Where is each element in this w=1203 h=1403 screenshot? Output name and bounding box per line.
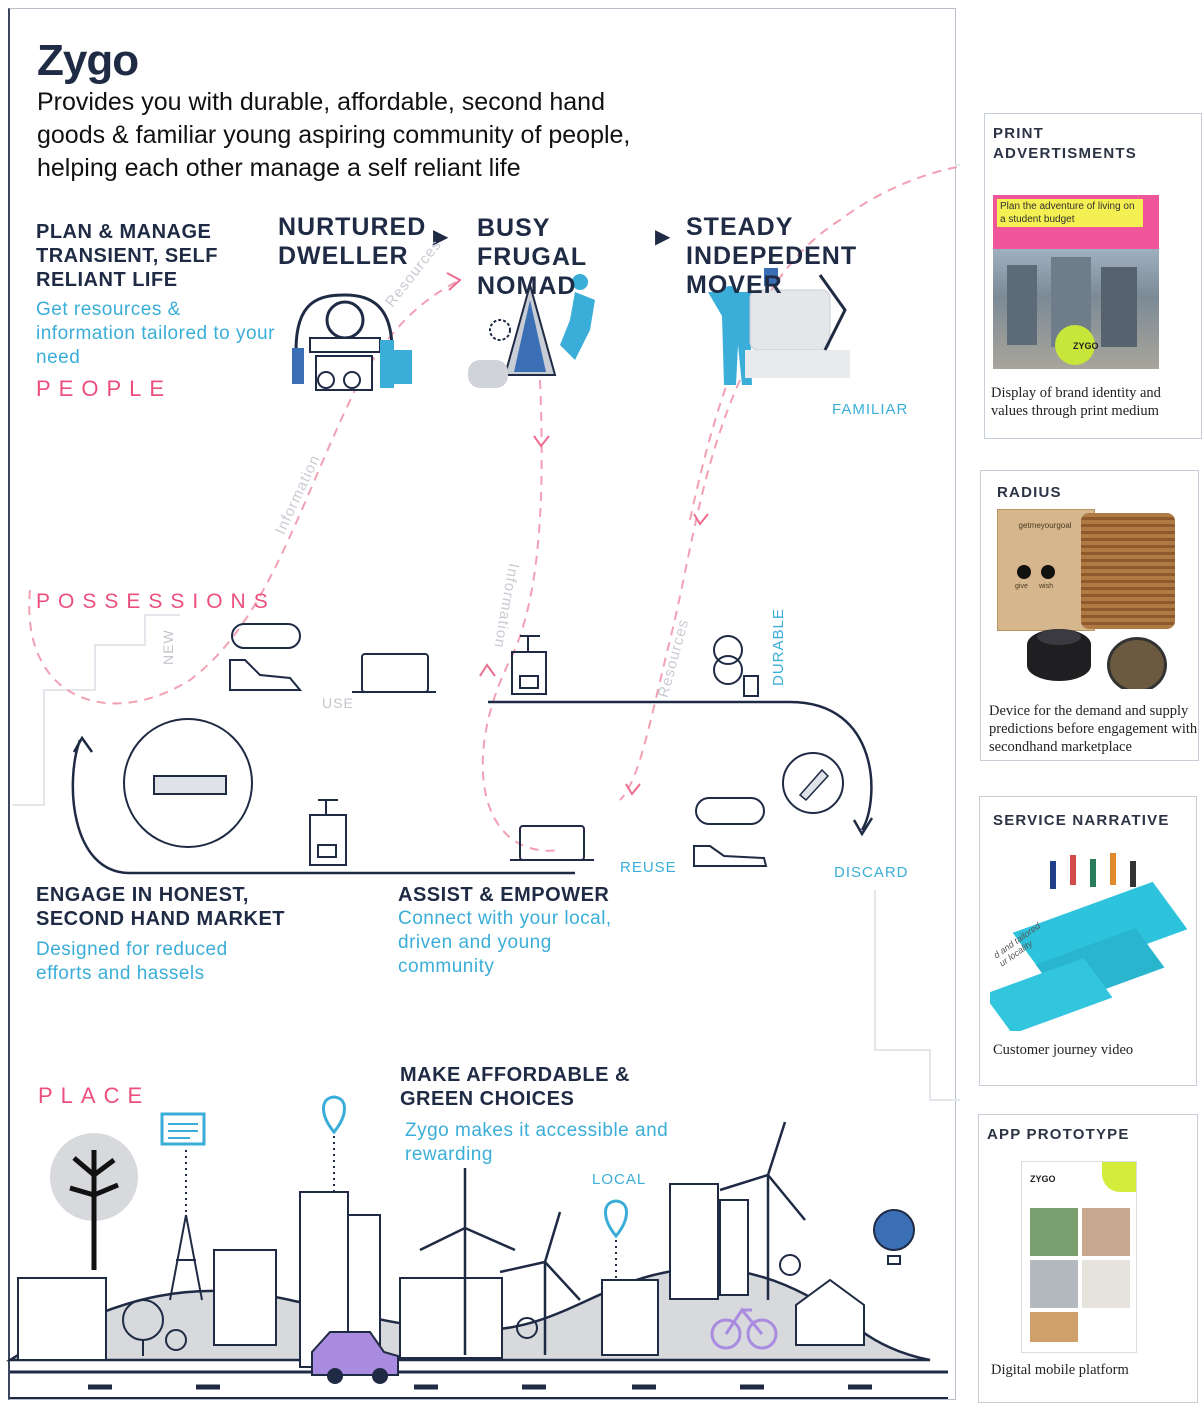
arrow-right-icon: ▶ xyxy=(433,226,449,248)
wind-turbines xyxy=(419,1121,806,1355)
familiar-label: FAMILIAR xyxy=(832,401,909,418)
flow-arrowheads xyxy=(446,272,709,796)
device-label-wish: wish xyxy=(1039,583,1054,590)
device-label-give: give xyxy=(1015,583,1028,590)
place-label: PLACE xyxy=(38,1083,151,1108)
tower-building-side xyxy=(719,1199,749,1296)
card-caption: Device for the demand and supply predict… xyxy=(989,703,1198,755)
nurtured-dweller-illustration xyxy=(292,293,412,391)
building-apartment xyxy=(213,1249,277,1346)
shop-building xyxy=(399,1277,503,1359)
discard-cycle-icon xyxy=(782,752,844,814)
card-radius[interactable]: RADIUS getmeyourgoal give wish Device fo… xyxy=(980,470,1199,761)
reuse-grinder-icon xyxy=(309,814,347,866)
market-item-icon xyxy=(153,775,227,795)
loop-arrowhead-left xyxy=(72,735,94,753)
hot-air-balloon-icon xyxy=(873,1209,915,1251)
arrow-right-icon: ▶ xyxy=(655,226,671,248)
tagline: Provides you with durable, affordable, s… xyxy=(37,88,631,182)
persona-busy-frugal-nomad: BUSY FRUGAL NOMAD xyxy=(477,214,587,300)
card-title: RADIUS xyxy=(997,484,1062,501)
brand-title: Zygo xyxy=(37,36,139,85)
tower-building xyxy=(669,1183,719,1300)
card-caption: Customer journey video xyxy=(993,1042,1134,1058)
green-heading: MAKE AFFORDABLE & GREEN CHOICES xyxy=(400,1064,630,1110)
dashed-flow-lines xyxy=(28,165,960,852)
card-service-narrative[interactable]: SERVICE NARRATIVE d and tailored ur loca… xyxy=(979,796,1197,1086)
steady-mover-illustration xyxy=(708,268,850,385)
flow-path-to-print xyxy=(689,165,960,521)
card-title: PRINT ADVERTISMENTS xyxy=(993,125,1137,162)
print-poster-logo: ZYGO xyxy=(1073,341,1099,351)
poster-frame xyxy=(8,8,956,1400)
buildings xyxy=(17,1183,865,1368)
location-pins xyxy=(322,1095,628,1239)
card-title: APP PROTOTYPE xyxy=(987,1126,1130,1143)
stacked-plates-icon xyxy=(713,635,743,665)
bare-tree-icon xyxy=(69,1150,119,1270)
app-logo: ZYGO xyxy=(1030,1174,1056,1184)
building-left xyxy=(17,1277,107,1361)
sneaker-icon xyxy=(229,659,303,691)
new-label: NEW xyxy=(160,629,176,665)
plan-subtext: Get resources & information tailored to … xyxy=(36,299,275,368)
engage-subtext: Designed for reduced efforts and hassels xyxy=(36,939,228,984)
radius-device-image: getmeyourgoal give wish xyxy=(997,509,1175,689)
busy-frugal-nomad-illustration xyxy=(468,274,595,388)
journey-diagram xyxy=(5,164,960,1399)
possessions-label: POSSESSIONS xyxy=(36,590,276,613)
device-text: getmeyourgoal xyxy=(1018,521,1072,530)
plan-heading: PLAN & MANAGE TRANSIENT, SELF RELIANT LI… xyxy=(36,221,218,291)
use-label: USE xyxy=(322,695,354,711)
stairs-outline xyxy=(12,614,180,806)
discard-label: DISCARD xyxy=(834,864,909,881)
card-app-prototype[interactable]: APP PROTOTYPE ZYGO Digital mobile platfo… xyxy=(978,1114,1198,1403)
flow-path-information-1 xyxy=(28,279,461,705)
flow-path-resources-2 xyxy=(619,379,741,801)
assist-subtext: Connect with your local, driven and youn… xyxy=(398,908,612,977)
house-icon xyxy=(795,1278,865,1346)
market-cycle-circle xyxy=(123,718,253,848)
flow-path-information-2 xyxy=(481,379,561,852)
card-title: SERVICE NARRATIVE xyxy=(993,812,1170,829)
possession-items xyxy=(229,623,768,867)
reuse-label: REUSE xyxy=(620,859,677,876)
print-poster-text: Plan the adventure of living on a studen… xyxy=(997,199,1143,227)
location-pin-icon xyxy=(322,1095,346,1135)
local-label: LOCAL xyxy=(592,1171,647,1188)
persona-nurtured-dweller: NURTURED DWELLER xyxy=(278,213,427,270)
economy-loop xyxy=(71,700,873,875)
print-poster-image: Plan the adventure of living on a studen… xyxy=(993,195,1159,369)
connector-line-discard xyxy=(874,890,960,1101)
card-caption: Digital mobile platform xyxy=(991,1362,1129,1378)
laptop-icon xyxy=(361,653,429,693)
building-local xyxy=(601,1279,659,1356)
location-pin-icon xyxy=(604,1199,628,1239)
persona-steady-mover: STEADY INDEPEDENT MOVER xyxy=(686,213,858,299)
shoe-sole-icon xyxy=(231,623,301,649)
bicycle-icon xyxy=(710,1307,778,1350)
small-trees xyxy=(122,1254,801,1356)
durable-label: DURABLE xyxy=(770,608,787,686)
engage-heading: ENGAGE IN HONEST, SECOND HAND MARKET xyxy=(36,884,285,930)
antenna-icon xyxy=(169,1214,203,1301)
green-subtext: Zygo makes it accessible and rewarding xyxy=(405,1120,669,1165)
service-narrative-image: d and tailored ur locality xyxy=(990,841,1190,1031)
reuse-sneaker-icon xyxy=(693,845,768,867)
chat-bubble-icon xyxy=(160,1112,206,1146)
app-phone-screen: ZYGO xyxy=(1021,1161,1137,1353)
assist-heading: ASSIST & EMPOWER xyxy=(398,884,610,906)
loop-arrowhead-right xyxy=(852,817,874,837)
reuse-shoe-sole-icon xyxy=(695,797,765,825)
card-print-advertisments[interactable]: PRINT ADVERTISMENTS Plan the adventure o… xyxy=(984,113,1202,439)
card-caption: Display of brand identity and values thr… xyxy=(991,385,1161,419)
people-label: PEOPLE xyxy=(36,376,173,401)
reuse-laptop-icon xyxy=(519,825,585,861)
purple-car-icon xyxy=(311,1331,399,1384)
